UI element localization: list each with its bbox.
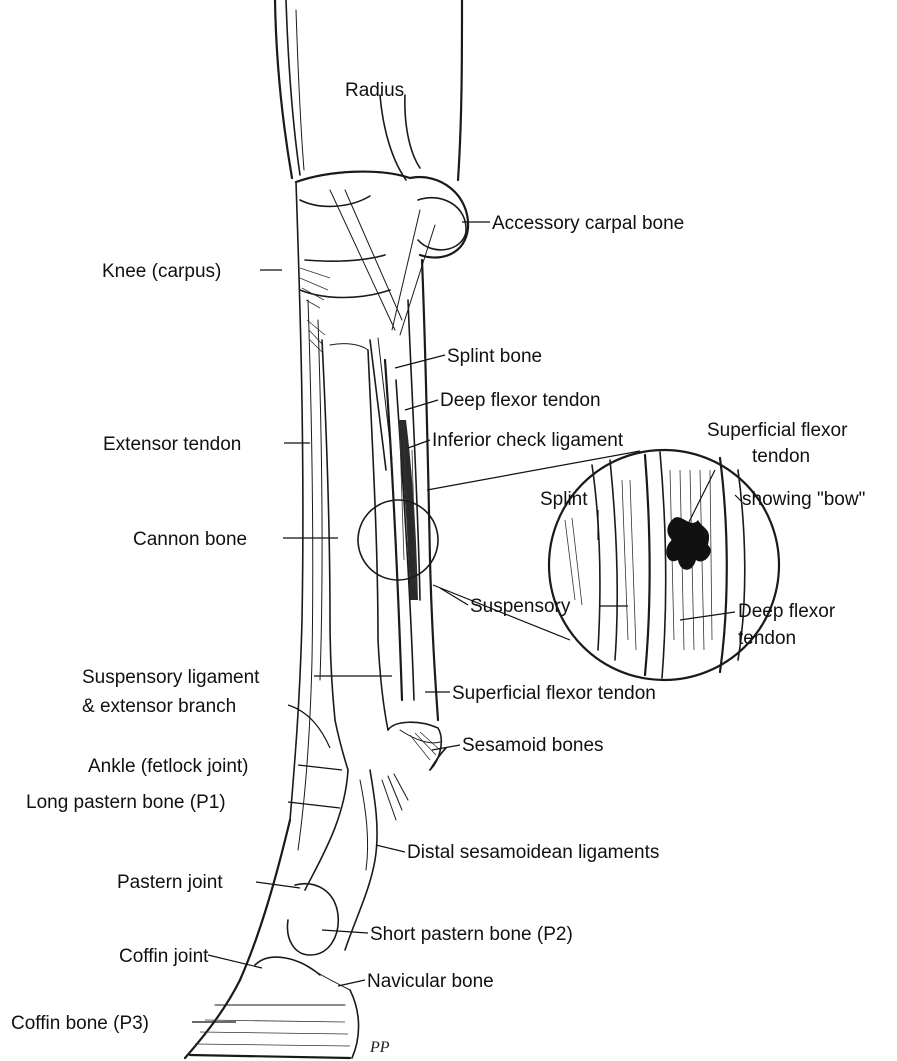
label-distal-sesamoidean-ligaments: Distal sesamoidean ligaments bbox=[407, 842, 659, 863]
zoom-circle-small bbox=[358, 500, 438, 580]
leader-long-pastern bbox=[288, 802, 340, 808]
label-extensor-tendon: Extensor tendon bbox=[103, 434, 241, 455]
inset-circle-large bbox=[427, 450, 779, 680]
leader-splint-bone bbox=[395, 355, 445, 368]
leader-sesamoid bbox=[432, 745, 460, 750]
label-knee: Knee (carpus) bbox=[102, 261, 221, 282]
artist-signature: PP bbox=[369, 1039, 390, 1056]
inset-label-superficial-flexor: Superficial flexor bbox=[707, 420, 848, 441]
leader-distal-sesamoidean bbox=[376, 845, 405, 852]
label-inferior-check-ligament: Inferior check ligament bbox=[432, 430, 624, 451]
inset-label-splint: Splint bbox=[540, 489, 588, 510]
label-pastern-joint: Pastern joint bbox=[117, 872, 223, 893]
label-splint-bone: Splint bone bbox=[447, 346, 542, 367]
label-coffin-bone: Coffin bone (P3) bbox=[11, 1013, 149, 1034]
label-accessory-carpal-bone: Accessory carpal bone bbox=[492, 213, 684, 234]
label-radius: Radius bbox=[345, 80, 404, 101]
inset-label-showing-bow: showing "bow" bbox=[742, 489, 865, 510]
leader-ankle bbox=[298, 765, 342, 770]
label-cannon-bone: Cannon bone bbox=[133, 529, 247, 550]
label-extensor-branch: & extensor branch bbox=[82, 696, 236, 717]
inset-label-superficial-flexor-tendon: tendon bbox=[752, 446, 810, 467]
label-coffin-joint: Coffin joint bbox=[119, 946, 209, 967]
leader-pastern-joint bbox=[256, 882, 300, 888]
label-sesamoid-bones: Sesamoid bones bbox=[462, 735, 604, 756]
label-deep-flexor-tendon: Deep flexor tendon bbox=[440, 390, 601, 411]
leader-coffin-joint bbox=[208, 955, 262, 968]
label-long-pastern-bone: Long pastern bone (P1) bbox=[26, 792, 226, 813]
label-superficial-flexor-tendon: Superficial flexor tendon bbox=[452, 683, 656, 704]
label-navicular-bone: Navicular bone bbox=[367, 971, 494, 992]
inset-label-deep-flexor-tendon: tendon bbox=[738, 628, 796, 649]
inset-labels: Superficial flexor tendon Splint showing… bbox=[470, 420, 865, 649]
leader-deep-flexor bbox=[405, 400, 438, 410]
leader-suspensory-main bbox=[440, 588, 468, 605]
label-suspensory-ligament: Suspensory ligament bbox=[82, 667, 260, 688]
leader-navicular bbox=[338, 980, 365, 986]
leader-inset-deep-flexor bbox=[680, 612, 735, 620]
leader-lines bbox=[192, 222, 742, 1022]
inset-label-deep-flexor: Deep flexor bbox=[738, 601, 836, 622]
inset-label-suspensory: Suspensory bbox=[470, 596, 571, 617]
label-ankle: Ankle (fetlock joint) bbox=[88, 756, 249, 777]
main-labels: Radius Accessory carpal bone Knee (carpu… bbox=[11, 80, 684, 1034]
leader-short-pastern bbox=[322, 930, 368, 933]
label-short-pastern-bone: Short pastern bone (P2) bbox=[370, 924, 573, 945]
